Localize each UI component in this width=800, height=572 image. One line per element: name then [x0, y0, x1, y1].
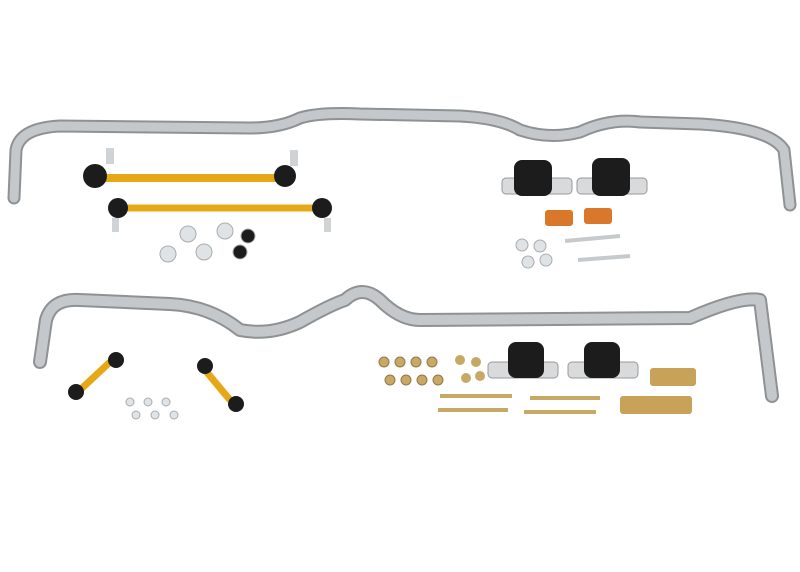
rear-hardware — [378, 342, 696, 414]
rear-end-links — [68, 352, 244, 420]
front-washers — [159, 222, 256, 263]
rear-sway-bar — [33, 285, 779, 403]
front-sway-bar — [7, 107, 797, 212]
front-bushings — [501, 158, 648, 269]
front-end-links — [83, 148, 332, 232]
